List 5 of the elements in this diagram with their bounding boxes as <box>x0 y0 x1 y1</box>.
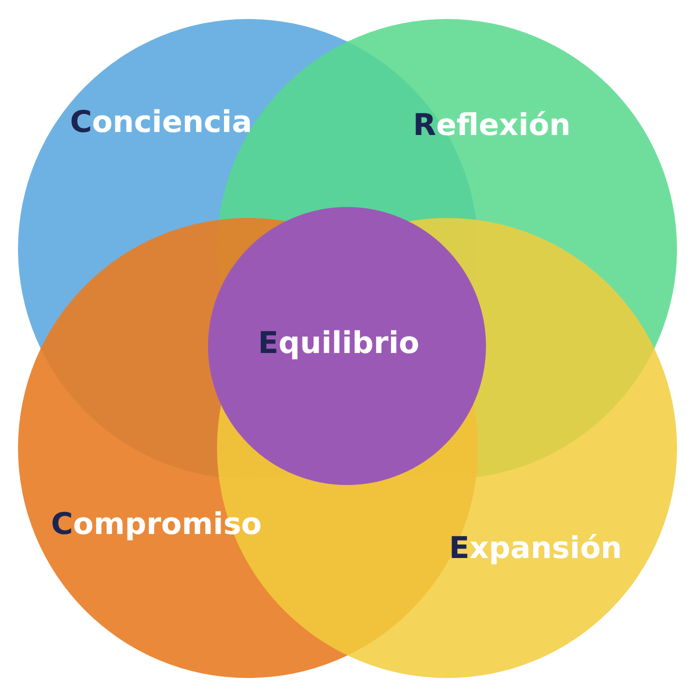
circle-label: Equilibrio <box>258 329 420 359</box>
circle-label: Compromiso <box>51 510 262 540</box>
circle-label: Expansión <box>449 534 622 564</box>
circle-label: Conciencia <box>70 108 252 138</box>
circle-label: Reflexión <box>413 111 571 141</box>
